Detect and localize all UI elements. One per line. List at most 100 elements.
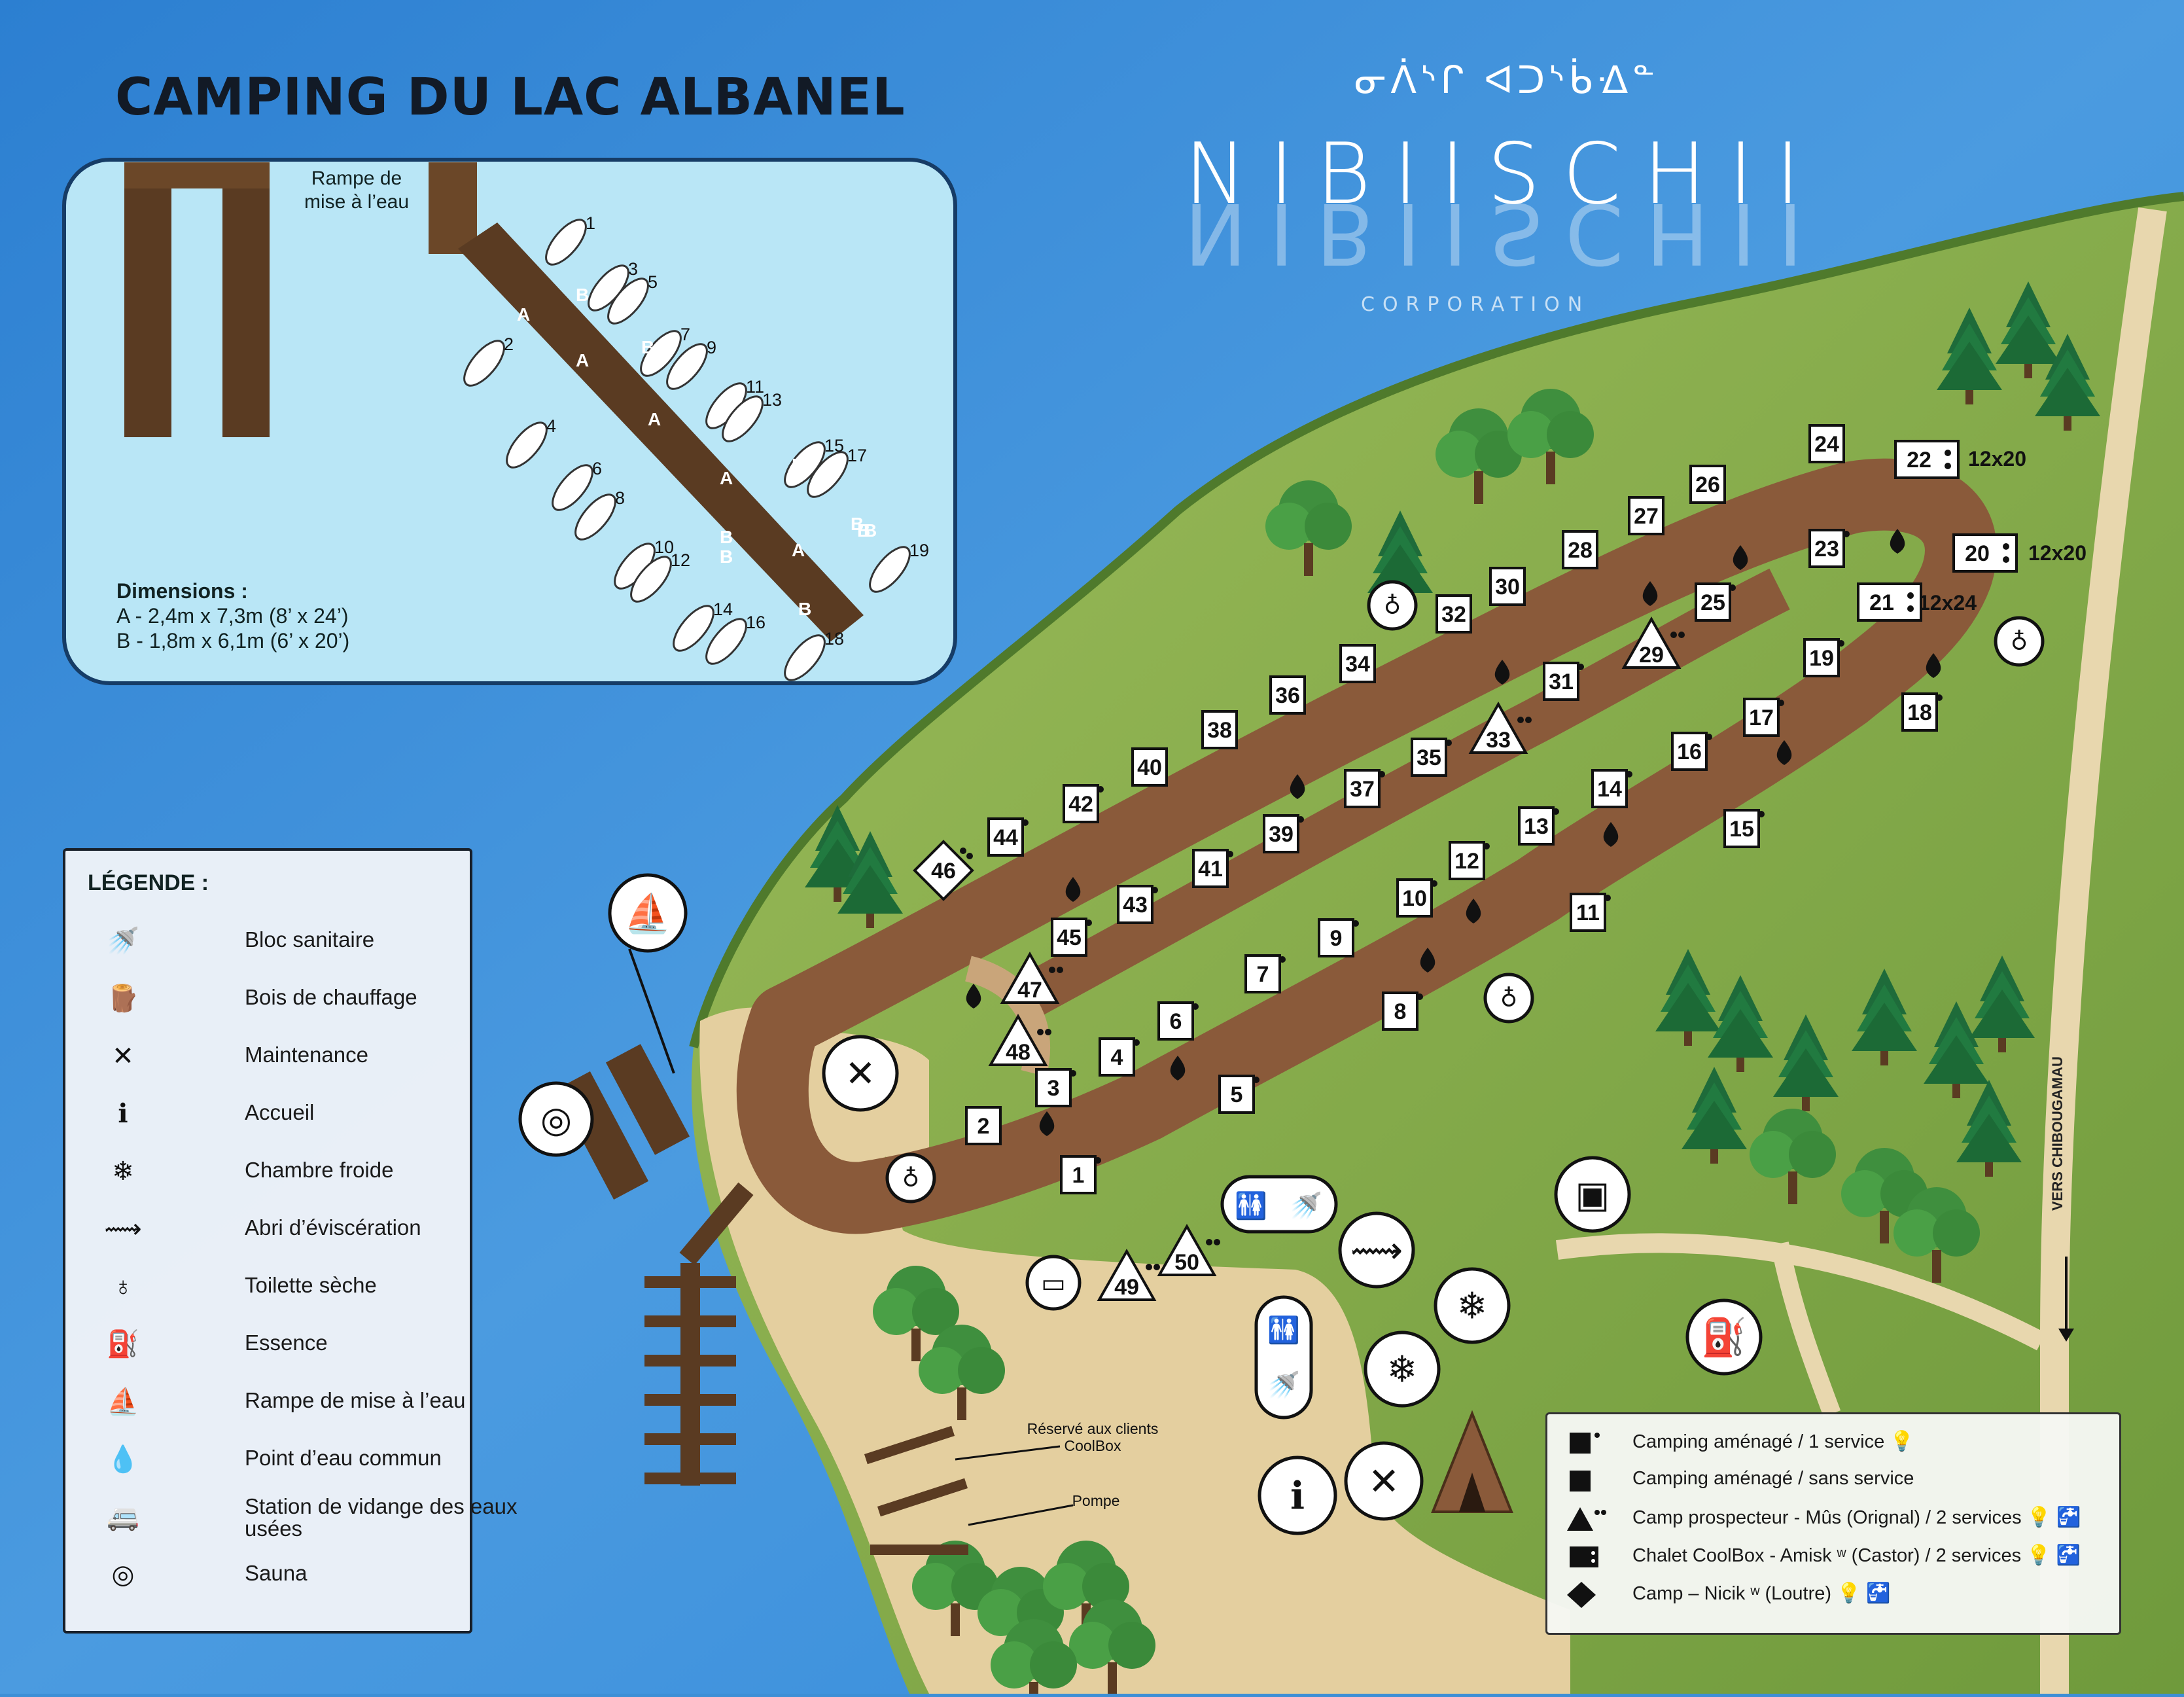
- reception-icon[interactable]: ℹ: [1258, 1456, 1337, 1535]
- campsite-38[interactable]: 38: [1201, 710, 1238, 749]
- boat-icon: [705, 618, 747, 665]
- rv-dump-icon[interactable]: ▣: [1554, 1156, 1631, 1233]
- fish-shelter-icon[interactable]: ⟿: [1338, 1211, 1415, 1289]
- sauna-icon[interactable]: ◎: [518, 1081, 594, 1157]
- legend-panel: LÉGENDE : 🚿Bloc sanitaire🪵Bois de chauff…: [63, 848, 517, 1634]
- dock-size-letter: B: [720, 546, 733, 567]
- campsite-30[interactable]: 30: [1489, 567, 1526, 606]
- campsite-47[interactable]: 47: [1000, 951, 1063, 1004]
- campsite-35[interactable]: 35: [1411, 738, 1452, 777]
- sanitary-block[interactable]: 🚻🚿: [1254, 1295, 1313, 1420]
- campsite-1[interactable]: 1: [1060, 1155, 1101, 1194]
- campsite-48[interactable]: 48: [988, 1013, 1051, 1066]
- campsite-18[interactable]: 18: [1901, 692, 1943, 732]
- campsite-number: 3: [1048, 1076, 1060, 1101]
- dry-toilet-icon[interactable]: ♁: [1367, 580, 1418, 631]
- fish-bone-icon: ⟿: [104, 1215, 142, 1243]
- campsite-22[interactable]: 22: [1894, 440, 1960, 479]
- dry-toilet-icon[interactable]: ♁: [1483, 973, 1534, 1024]
- campsite-42[interactable]: 42: [1063, 784, 1104, 823]
- campsite-50[interactable]: 50: [1157, 1223, 1220, 1276]
- maintenance-icon[interactable]: ✕: [1344, 1441, 1424, 1521]
- key-item-label: Camping aménagé / sans service: [1632, 1468, 1914, 1489]
- cold-room-icon[interactable]: ❄: [1364, 1331, 1441, 1408]
- campsite-8[interactable]: 8: [1382, 991, 1423, 1031]
- legend-item-7: ♁Toilette sèche: [88, 1265, 461, 1311]
- prospector-camp-icon: [1157, 1223, 1217, 1276]
- campsite-24[interactable]: 24: [1808, 424, 1845, 463]
- campsite-29[interactable]: 29: [1621, 616, 1685, 669]
- campsite-21[interactable]: 21: [1857, 582, 1922, 622]
- bulb-icon: 💡: [1890, 1431, 1914, 1452]
- campsite-square-icon: [1723, 809, 1760, 848]
- campsite-number: 47: [1017, 978, 1042, 1003]
- dock-size-letter: B: [798, 599, 811, 619]
- campsite-16[interactable]: 16: [1671, 732, 1712, 771]
- water-drop-icon: [1603, 822, 1619, 847]
- campsite-25[interactable]: 25: [1695, 582, 1736, 622]
- campsite-28[interactable]: 28: [1562, 530, 1598, 569]
- campsite-26[interactable]: 26: [1689, 465, 1726, 504]
- campsite-37[interactable]: 37: [1344, 769, 1385, 808]
- dock-size-letter: B: [798, 599, 811, 619]
- snowflake-icon: ❄: [112, 1157, 134, 1186]
- campsite-2[interactable]: 2: [965, 1106, 1002, 1145]
- prospector-camp-icon: [988, 1013, 1048, 1066]
- svg-text:▭: ▭: [1041, 1268, 1066, 1298]
- campsite-45[interactable]: 45: [1051, 918, 1092, 957]
- campsite-17[interactable]: 17: [1743, 698, 1784, 737]
- campsite-4[interactable]: 4: [1099, 1037, 1140, 1077]
- campsite-46[interactable]: 46: [913, 840, 974, 901]
- svg-text:♁: ♁: [1384, 593, 1401, 620]
- campsite-number: 39: [1269, 822, 1294, 847]
- campsite-15[interactable]: 15: [1723, 809, 1765, 848]
- campsite-14[interactable]: 14: [1591, 769, 1632, 808]
- boat-ramp-icon[interactable]: ⛵: [608, 873, 688, 953]
- dry-toilet-icon[interactable]: ♁: [885, 1152, 936, 1204]
- coolbox-chalet-icon: [1952, 533, 2018, 573]
- campsite-39[interactable]: 39: [1263, 814, 1304, 853]
- boat-icon: [545, 219, 587, 266]
- campsite-6[interactable]: 6: [1157, 1001, 1199, 1041]
- inset-ramp-dock: [429, 162, 477, 254]
- legend-item-10: 💧Point d’eau commun: [88, 1438, 461, 1484]
- campsite-31[interactable]: 31: [1543, 662, 1584, 701]
- campsite-34[interactable]: 34: [1339, 644, 1376, 683]
- campsite-33[interactable]: 33: [1468, 701, 1532, 754]
- campsite-41[interactable]: 41: [1192, 849, 1233, 888]
- campsite-27[interactable]: 27: [1628, 496, 1664, 535]
- campsite-20[interactable]: 20: [1952, 533, 2018, 573]
- campsite-32[interactable]: 32: [1435, 594, 1472, 634]
- cold-room-icon[interactable]: ❄: [1434, 1267, 1511, 1344]
- campsite-number: 22: [1907, 448, 1931, 473]
- campsite-square-icon: [1901, 692, 1938, 732]
- campsite-19[interactable]: 19: [1803, 638, 1844, 677]
- campsite-23[interactable]: 23: [1808, 529, 1850, 568]
- campsite-12[interactable]: 12: [1449, 841, 1490, 880]
- campsite-36[interactable]: 36: [1269, 675, 1306, 715]
- campsite-7[interactable]: 7: [1244, 954, 1286, 993]
- campsite-3[interactable]: 3: [1035, 1068, 1076, 1107]
- campsite-9[interactable]: 9: [1318, 918, 1359, 957]
- campsite-square-icon: [965, 1106, 1002, 1145]
- campsite-11[interactable]: 11: [1570, 893, 1611, 932]
- campsite-number: 43: [1123, 893, 1148, 918]
- campsite-13[interactable]: 13: [1518, 806, 1559, 846]
- campsite-43[interactable]: 43: [1117, 885, 1158, 924]
- chalet-size-label: 12x20: [1968, 447, 2026, 471]
- campsite-5[interactable]: 5: [1218, 1075, 1259, 1114]
- legend-item-label: Sauna: [245, 1561, 308, 1585]
- campsite-49[interactable]: 49: [1097, 1248, 1160, 1301]
- campsite-40[interactable]: 40: [1131, 747, 1168, 787]
- campsite-10[interactable]: 10: [1396, 878, 1437, 918]
- fuel-pump-icon[interactable]: ⛽: [1685, 1298, 1763, 1376]
- campsite-44[interactable]: 44: [987, 817, 1029, 857]
- dry-toilet-icon[interactable]: ♁: [1994, 616, 2045, 667]
- sanitary-block[interactable]: 🚻🚿: [1220, 1175, 1338, 1234]
- firewood-icon[interactable]: ▭: [1025, 1255, 1082, 1311]
- campsite-number: 7: [1257, 962, 1269, 987]
- boat-icon: [784, 634, 826, 681]
- maintenance-icon[interactable]: ✕: [822, 1035, 899, 1112]
- boat-icon: [574, 493, 616, 541]
- svg-text:♁: ♁: [2011, 629, 2028, 656]
